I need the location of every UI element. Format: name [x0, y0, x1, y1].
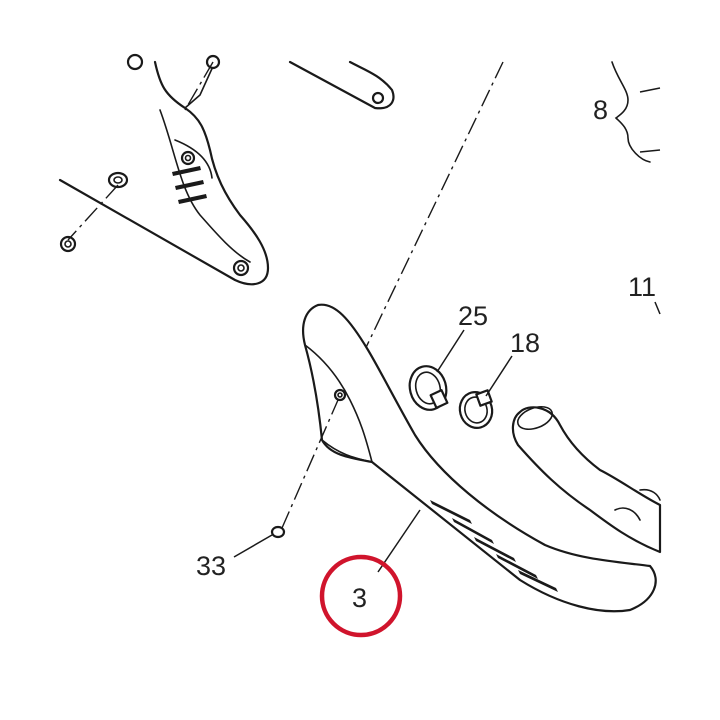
leader-18	[485, 355, 513, 397]
hose-clamp-part-18	[458, 389, 494, 429]
leader-11	[654, 301, 661, 315]
callout-8: 8	[593, 95, 608, 125]
callout-11: 11	[628, 272, 656, 302]
heat-shield-part-3	[301, 303, 657, 613]
callout-25: 25	[458, 301, 488, 331]
upper-bracket-part	[58, 53, 270, 286]
left-fastener-part	[59, 171, 129, 253]
leader-3	[377, 509, 421, 573]
brace-part-8	[611, 61, 661, 163]
leader-33	[233, 534, 273, 558]
callout-18: 18	[510, 328, 540, 358]
exhaust-pipe-part	[511, 405, 662, 554]
leader-25	[436, 329, 465, 373]
hose-clamp-part-25	[408, 365, 449, 411]
mounting-tab-part	[288, 60, 395, 110]
bolt-part-33	[270, 399, 339, 539]
assembly-axis-line	[359, 61, 504, 361]
callout-33: 33	[196, 551, 226, 581]
callout-3: 3	[352, 583, 367, 613]
highlight-circle	[319, 554, 403, 638]
